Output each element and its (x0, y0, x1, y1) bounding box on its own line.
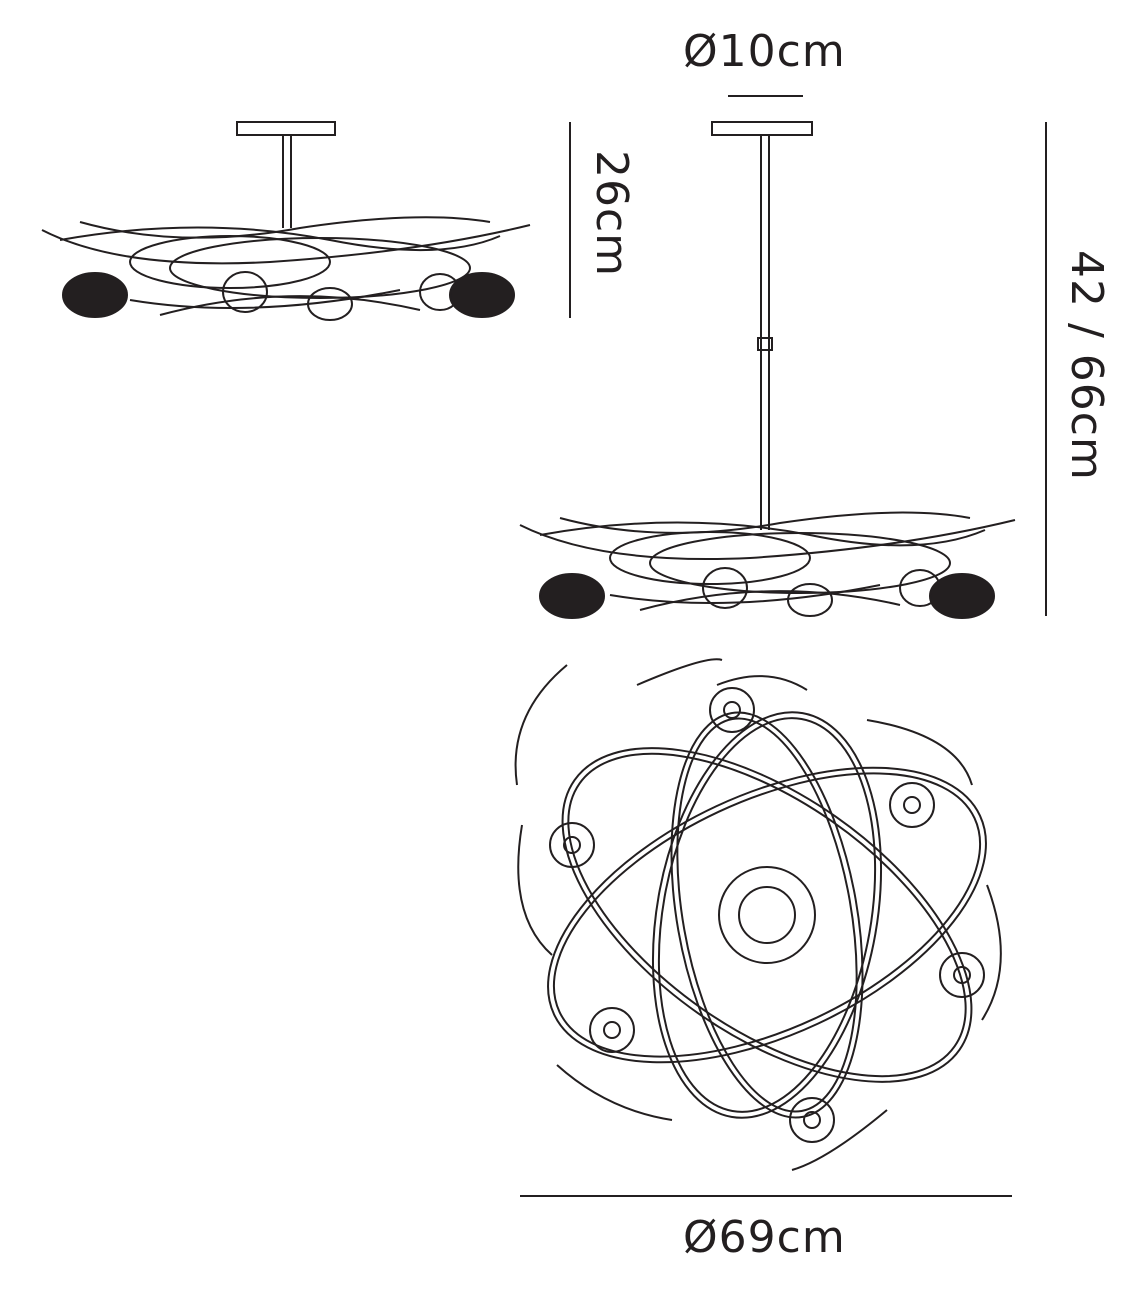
light-bulb (889, 782, 935, 828)
light-bulb (549, 822, 595, 868)
light-bulb (789, 1097, 835, 1143)
pendant-lamp-side-view (519, 121, 1016, 617)
lamp-shade (539, 573, 605, 619)
light-bulb (939, 952, 985, 998)
lamp-shade (449, 272, 515, 318)
pendant-height-label: 42 / 66cm (1061, 250, 1112, 481)
ceiling-lamp-side-view (41, 121, 531, 321)
light-bulb (709, 687, 755, 733)
overall-diameter-label: Ø69cm (683, 1212, 846, 1263)
ceiling-height-label: 26cm (586, 150, 637, 278)
lamp-shade (929, 573, 995, 619)
lamp-top-view (514, 658, 1002, 1171)
lamp-shade (62, 272, 128, 318)
canopy-diameter-label: Ø10cm (683, 26, 846, 77)
light-bulb (589, 1007, 635, 1053)
